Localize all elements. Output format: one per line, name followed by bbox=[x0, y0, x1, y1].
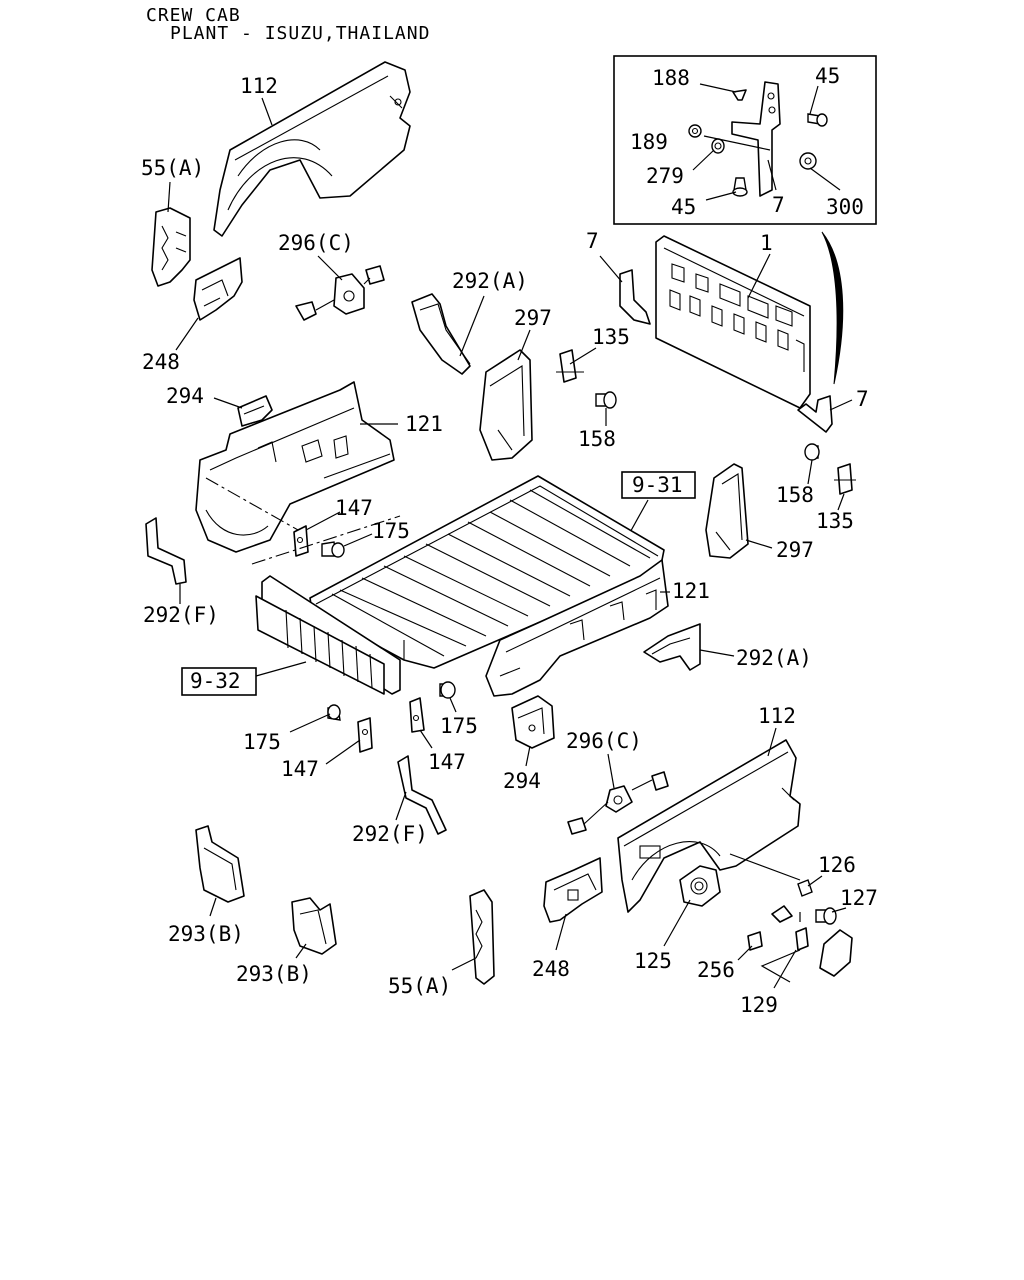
centerline-mid bbox=[251, 515, 401, 565]
bolt-45-top bbox=[807, 113, 828, 127]
hardware-175-147-mid: 175 147 bbox=[409, 681, 478, 774]
label-248-top: 248 bbox=[142, 350, 180, 374]
floor-ribs bbox=[331, 489, 651, 657]
hardware-135-158-upper: 135 158 bbox=[556, 325, 630, 451]
label-292a-right: 292(A) bbox=[736, 646, 812, 670]
label-248-bottom: 248 bbox=[532, 957, 570, 981]
label-125: 125 bbox=[634, 949, 672, 973]
label-297-left: 297 bbox=[514, 306, 552, 330]
label-1: 1 bbox=[760, 231, 773, 255]
label-147-top: 147 bbox=[335, 496, 373, 520]
hardware-158-135-right: 158 135 bbox=[776, 443, 856, 533]
ref-9-31: 9-31 bbox=[621, 471, 696, 537]
fuel-lid bbox=[819, 929, 853, 977]
label-7-inset: 7 bbox=[772, 193, 785, 217]
label-300: 300 bbox=[826, 195, 864, 219]
bracket-293b-lower: 293(B) bbox=[236, 897, 337, 986]
clip-188 bbox=[732, 89, 747, 101]
label-112-bottom: 112 bbox=[758, 704, 796, 728]
hardware-147-175-top: 147 175 bbox=[293, 496, 410, 558]
label-127: 127 bbox=[840, 886, 878, 910]
inset-frame bbox=[613, 55, 877, 225]
hinge-7-upper: 7 bbox=[586, 229, 651, 325]
tailgate-1: 1 bbox=[655, 231, 811, 409]
label-292a-top: 292(A) bbox=[452, 269, 528, 293]
label-45-bottom: 45 bbox=[671, 195, 696, 219]
label-297-right: 297 bbox=[776, 538, 814, 562]
bracket-55a-top: 55(A) bbox=[141, 156, 204, 287]
label-256: 256 bbox=[697, 958, 735, 982]
bracket-292f-bottom: 292(F) bbox=[352, 755, 447, 846]
label-279: 279 bbox=[646, 164, 684, 188]
bracket-296c-top: 296(C) bbox=[278, 231, 385, 321]
label-7-upper: 7 bbox=[586, 229, 599, 253]
nut-300 bbox=[799, 152, 817, 170]
header-plant: PLANT - ISUZU,THAILAND bbox=[170, 23, 430, 44]
centerline-left bbox=[205, 477, 299, 531]
label-7-right: 7 bbox=[856, 387, 869, 411]
label-147-mid-left: 147 bbox=[281, 757, 319, 781]
header-crew-cab: CREW CAB bbox=[146, 5, 241, 26]
rail-121-left: 121 bbox=[195, 381, 443, 553]
label-158-upper: 158 bbox=[578, 427, 616, 451]
label-45-top: 45 bbox=[815, 64, 840, 88]
bracket-55a-bottom: 55(A) bbox=[388, 889, 495, 998]
hardware-126-127: 126 127 bbox=[729, 853, 878, 925]
label-135-right: 135 bbox=[816, 509, 854, 533]
label-292f-left: 292(F) bbox=[143, 603, 219, 627]
label-55a-bottom: 55(A) bbox=[388, 974, 451, 998]
label-135-upper: 135 bbox=[592, 325, 630, 349]
label-294-bottom: 294 bbox=[503, 769, 541, 793]
label-189: 189 bbox=[630, 130, 668, 154]
nut-189 bbox=[688, 124, 702, 138]
label-292f-bottom: 292(F) bbox=[352, 822, 428, 846]
bracket-292a-top: 292(A) bbox=[411, 269, 528, 375]
bolt-45-bottom bbox=[732, 177, 748, 197]
ref-9-32-text: 9-32 bbox=[190, 669, 241, 693]
label-126: 126 bbox=[818, 853, 856, 877]
bracket-292f-left: 292(F) bbox=[143, 517, 219, 627]
label-129: 129 bbox=[740, 993, 778, 1017]
bracket-297-left: 297 bbox=[479, 306, 552, 461]
bracket-296c-bottom: 296(C) bbox=[566, 729, 669, 835]
label-296c-top: 296(C) bbox=[278, 231, 354, 255]
label-147-mid: 147 bbox=[428, 750, 466, 774]
rail-121-right: 121 bbox=[485, 559, 710, 697]
hardware-175-147-mid-left: 175 147 bbox=[243, 704, 373, 781]
label-293b-upper: 293(B) bbox=[168, 922, 244, 946]
label-112-top: 112 bbox=[240, 74, 278, 98]
ref-9-31-text: 9-31 bbox=[632, 473, 683, 497]
hinge-bracket-7 bbox=[731, 81, 781, 197]
bracket-248-top: 248 bbox=[142, 257, 243, 374]
label-121-right: 121 bbox=[672, 579, 710, 603]
bracket-294-top: 294 bbox=[166, 384, 273, 427]
label-294-top: 294 bbox=[166, 384, 204, 408]
bracket-297-right: 297 bbox=[705, 463, 814, 562]
label-175-top: 175 bbox=[372, 519, 410, 543]
inset-callout-curve bbox=[821, 231, 844, 385]
label-158-right: 158 bbox=[776, 483, 814, 507]
fuel-housing-125: 125 bbox=[634, 865, 721, 973]
label-175-mid: 175 bbox=[440, 714, 478, 738]
front-panel-ribs bbox=[285, 609, 373, 689]
label-296c-bottom: 296(C) bbox=[566, 729, 642, 753]
label-293b-lower: 293(B) bbox=[236, 962, 312, 986]
front-panel-9-32: 9-32 bbox=[181, 575, 401, 696]
label-175-mid-left: 175 bbox=[243, 730, 281, 754]
bracket-292a-right: 292(A) bbox=[643, 623, 812, 671]
side-panel-112-top: 112 bbox=[213, 61, 411, 237]
side-panel-112-bottom: 112 bbox=[617, 704, 801, 913]
bracket-248-bottom: 248 bbox=[532, 857, 603, 981]
hardware-256-129: 256 129 bbox=[697, 905, 809, 1017]
hinge-7-right: 7 bbox=[797, 387, 869, 433]
hinge-detail-inset: 188 45 189 279 45 7 300 bbox=[613, 55, 877, 225]
bracket-293b-upper: 293(B) bbox=[168, 825, 245, 946]
label-188: 188 bbox=[652, 66, 690, 90]
label-55a-top: 55(A) bbox=[141, 156, 204, 180]
bracket-294-bottom: 294 bbox=[503, 695, 555, 793]
label-121-left: 121 bbox=[405, 412, 443, 436]
